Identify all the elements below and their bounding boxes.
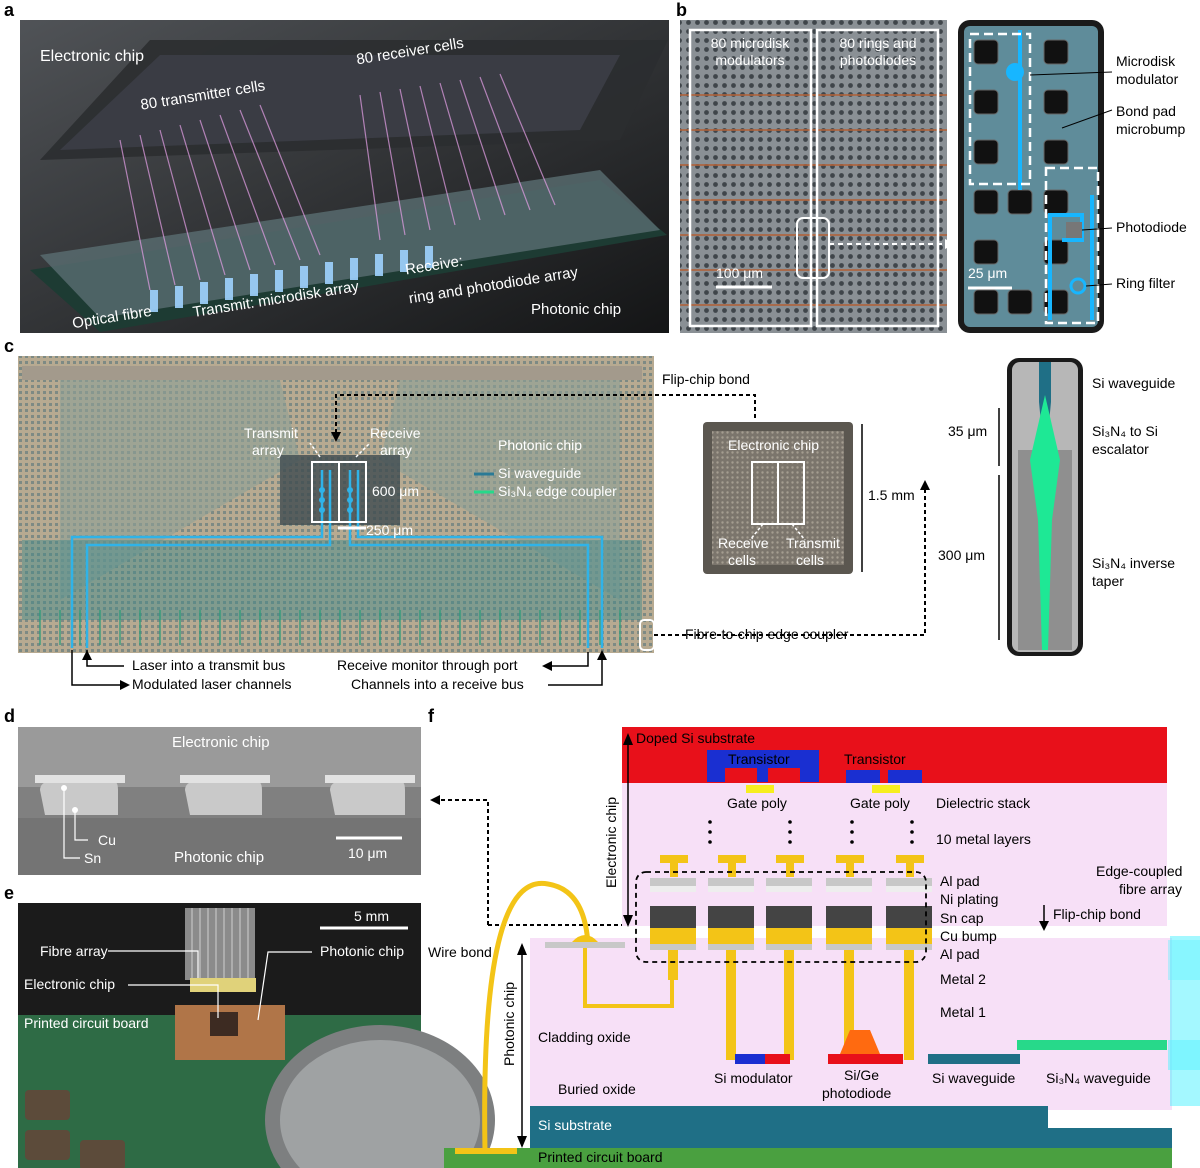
- b-microdisk-label-2: modulator: [1116, 71, 1179, 87]
- bump-stacks: [650, 855, 932, 1060]
- f-edge-fibre-2: fibre array: [1118, 881, 1182, 897]
- c-transmit-array-1: Transmit: [244, 425, 298, 441]
- f-cu-bump: Cu bump: [940, 928, 997, 944]
- f-gate-poly-2: Gate poly: [850, 795, 910, 811]
- b-photodiode-label: Photodiode: [1116, 219, 1187, 235]
- e-scale-5mm: 5 mm: [354, 908, 389, 924]
- panel-letter-f: f: [428, 706, 434, 726]
- c-dim-300um: 300 μm: [938, 547, 985, 563]
- d-sn-label: Sn: [84, 850, 102, 866]
- d-cu-label: Cu: [98, 832, 116, 848]
- c-receive-array-1: Receive: [370, 425, 421, 441]
- f-gate-poly-1: Gate poly: [727, 795, 787, 811]
- f-transistor-1: Transistor: [728, 751, 790, 767]
- f-si-substrate: Si substrate: [538, 1117, 612, 1133]
- c-inverse-taper-1: Si₃N₄ inverse: [1092, 555, 1175, 571]
- f-doped-si-label: Doped Si substrate: [636, 730, 756, 746]
- f-cladding-oxide: Cladding oxide: [538, 1029, 631, 1045]
- a-electronic-chip-label: Electronic chip: [40, 48, 145, 65]
- panel-b-micrograph: [680, 20, 1113, 333]
- b-rings-photodiodes-1: 80 rings and: [839, 35, 917, 51]
- c-taper-si-waveguide: Si waveguide: [1092, 375, 1176, 391]
- e-pcb-label: Printed circuit board: [24, 1015, 149, 1031]
- c-photonic-chip-label: Photonic chip: [498, 437, 583, 453]
- b-ring-filter-label: Ring filter: [1116, 275, 1176, 291]
- c-dim-600um: 600 μm: [372, 483, 419, 499]
- e-electronic-chip-label: Electronic chip: [24, 976, 116, 992]
- c-modulated-laser-label: Modulated laser channels: [132, 676, 292, 692]
- f-metal-1: Metal 1: [940, 1004, 986, 1020]
- f-sn-cap: Sn cap: [940, 910, 984, 926]
- panel-letter-e: e: [4, 883, 15, 903]
- c-escalator-1: Si₃N₄ to Si: [1092, 423, 1158, 439]
- f-photonic-chip-vertical: Photonic chip: [501, 981, 517, 1066]
- panel-letter-d: d: [4, 706, 15, 726]
- c-dim-1-5mm: 1.5 mm: [868, 487, 915, 503]
- c-receive-cells-2: cells: [728, 552, 757, 568]
- c-transmit-cells-2: cells: [796, 552, 825, 568]
- f-pcb: Printed circuit board: [538, 1149, 663, 1165]
- b-bondpad-label-2: microbump: [1116, 121, 1186, 137]
- c-receive-monitor-label: Receive monitor through port: [337, 657, 518, 673]
- d-photonic-chip-label: Photonic chip: [174, 849, 265, 866]
- c-electronic-chip-label: Electronic chip: [728, 437, 820, 453]
- panel-letter-a: a: [4, 0, 15, 20]
- e-fibre-array-label: Fibre array: [40, 943, 108, 959]
- f-metal-layers: 10 metal layers: [936, 831, 1031, 847]
- panel-letter-b: b: [676, 0, 687, 20]
- c-fibre-edge-coupler-label: Fibre-to-chip edge coupler: [685, 626, 849, 642]
- e-photonic-chip-label: Photonic chip: [320, 943, 405, 959]
- c-receive-array-2: array: [380, 442, 412, 458]
- panel-e-photo: [18, 903, 495, 1168]
- f-electronic-chip-vertical: Electronic chip: [603, 796, 619, 888]
- f-wire-bond: Wire bond: [428, 944, 492, 960]
- b-microdisk-label-1: Microdisk: [1116, 53, 1176, 69]
- f-edge-fibre-1: Edge-coupled: [1096, 863, 1183, 879]
- c-receive-cells-1: Receive: [718, 535, 769, 551]
- d-electronic-chip-label: Electronic chip: [172, 734, 270, 751]
- d-scale-10um: 10 μm: [348, 845, 388, 861]
- f-dielectric-stack: Dielectric stack: [936, 795, 1031, 811]
- panel-letter-c: c: [4, 336, 15, 356]
- c-dim-35um: 35 μm: [948, 423, 988, 439]
- c-transmit-array-2: array: [252, 442, 284, 458]
- b-microdisk-modulators-1: 80 microdisk: [710, 35, 790, 51]
- c-flip-chip-bond-label: Flip-chip bond: [662, 371, 750, 387]
- b-microdisk-modulators-2: modulators: [715, 52, 785, 68]
- panel-a-render: [20, 20, 669, 333]
- f-metal-2: Metal 2: [940, 971, 986, 987]
- c-laser-transmit-label: Laser into a transmit bus: [132, 657, 286, 673]
- f-al-pad-top: Al pad: [940, 873, 980, 889]
- f-transistor-2: Transistor: [844, 751, 906, 767]
- b-rings-photodiodes-2: photodiodes: [839, 52, 917, 68]
- c-dim-250um: 250 μm: [366, 522, 413, 538]
- f-si-modulator: Si modulator: [714, 1070, 793, 1086]
- panel-c-layout: [18, 356, 1083, 690]
- panel-d-sem: [18, 727, 640, 926]
- b-bondpad-label-1: Bond pad: [1116, 103, 1176, 119]
- c-escalator-2: escalator: [1092, 441, 1149, 457]
- f-sin-waveguide: Si₃N₄ waveguide: [1046, 1070, 1151, 1086]
- a-photonic-chip-label: Photonic chip: [531, 301, 622, 318]
- f-al-pad-bottom: Al pad: [940, 946, 980, 962]
- f-buried-oxide: Buried oxide: [558, 1081, 636, 1097]
- f-ni-plating: Ni plating: [940, 891, 999, 907]
- f-sige-1: Si/Ge: [844, 1067, 880, 1083]
- f-si-waveguide: Si waveguide: [932, 1070, 1016, 1086]
- c-sin-edge-coupler-label: Si₃N₄ edge coupler: [498, 483, 617, 499]
- b-scale-100um: 100 μm: [716, 265, 763, 281]
- c-si-waveguide-label: Si waveguide: [498, 465, 582, 481]
- f-flip-chip-bond: Flip-chip bond: [1053, 906, 1141, 922]
- f-sige-2: photodiode: [822, 1085, 892, 1101]
- c-inverse-taper-2: taper: [1092, 573, 1124, 589]
- c-channels-receive-label: Channels into a receive bus: [351, 676, 524, 692]
- b-scale-25um: 25 μm: [968, 265, 1008, 281]
- panel-f-crosssection: [444, 727, 1200, 1168]
- c-transmit-cells-1: Transmit: [786, 535, 840, 551]
